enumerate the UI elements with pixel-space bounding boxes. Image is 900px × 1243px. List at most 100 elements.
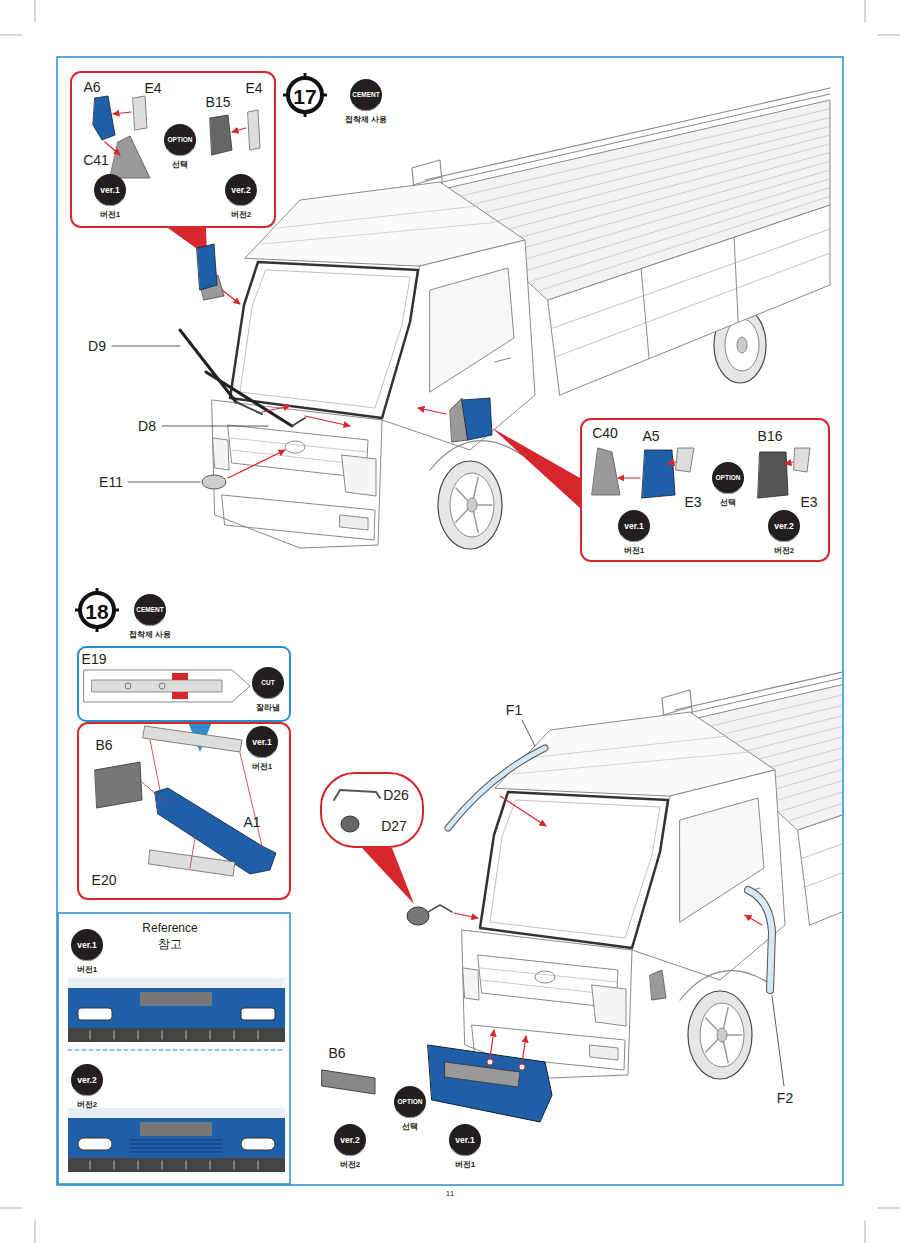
bed-post xyxy=(734,237,738,322)
grille-slat xyxy=(230,438,367,452)
badge-label: ver.1 xyxy=(624,522,643,531)
step-number: 17 xyxy=(293,86,316,107)
cut-panel: E19CUT잘라냄 xyxy=(77,646,291,722)
badge-label: CUT xyxy=(261,680,274,687)
mirror-part xyxy=(407,907,429,925)
badge-label: ver.2 xyxy=(231,186,250,195)
windshield-inner xyxy=(240,270,410,408)
badge-disc xyxy=(71,1064,103,1096)
badge-caption: 버전2 xyxy=(77,1101,97,1109)
cab-front xyxy=(212,400,382,548)
badge-rim xyxy=(74,1089,100,1096)
mirror-head-part xyxy=(341,816,359,832)
badge-caption: 버전1 xyxy=(252,763,272,771)
cut-arrow xyxy=(84,670,250,702)
part-number: E3 xyxy=(684,495,701,509)
assembly-arrow xyxy=(618,477,640,478)
bar-part xyxy=(143,726,242,752)
wheel xyxy=(438,461,502,549)
crop-mark xyxy=(878,35,900,36)
badge: CEMENT접착제 사용 xyxy=(120,592,180,644)
part-number: A1 xyxy=(243,815,260,829)
mirror-glass xyxy=(133,96,147,130)
badge-caption: 버전2 xyxy=(340,1161,360,1169)
badge-label: OPTION xyxy=(398,1099,423,1106)
mirror-base xyxy=(592,448,620,495)
part-number: D27 xyxy=(381,819,407,833)
badge-caption: 버전1 xyxy=(455,1161,475,1169)
badge: ver.1버전1 xyxy=(80,172,140,224)
leader-line xyxy=(162,426,268,427)
grille-slat-photo xyxy=(186,1031,187,1039)
bed-slat xyxy=(710,656,843,749)
badge: ver.1버전1 xyxy=(232,724,292,776)
grille-slat-photo xyxy=(90,1161,91,1169)
badge-caption: 선택 xyxy=(172,161,188,169)
badge-disc xyxy=(618,510,650,542)
guide-line xyxy=(190,838,195,868)
emblem-seat xyxy=(535,971,555,983)
bed-side xyxy=(548,205,830,395)
badge-rim xyxy=(337,1149,363,1156)
grille-slat xyxy=(480,968,617,982)
wheel-hub xyxy=(737,337,747,353)
badge-disc xyxy=(712,462,744,494)
step-number-circle: 18 xyxy=(76,589,118,631)
truck-step-18-clip xyxy=(462,618,842,1079)
step-ring xyxy=(80,593,114,627)
panel-border xyxy=(581,419,829,561)
part-number: E19 xyxy=(82,652,107,666)
crop-mark xyxy=(865,1221,866,1243)
assembly-arrow xyxy=(490,1030,494,1058)
part-number: D9 xyxy=(87,339,107,353)
crop-mark xyxy=(35,1221,36,1243)
wiper-blade xyxy=(180,330,236,402)
grille-bar-photo xyxy=(130,1140,222,1141)
grille-photo xyxy=(68,1158,285,1172)
reference-panel: Reference참고ver.1버전1ver.2버전2 xyxy=(57,912,291,1185)
leader-line xyxy=(128,482,200,483)
badge-rim xyxy=(255,692,281,699)
badge: ver.1버전1 xyxy=(435,1122,495,1174)
badge-rim xyxy=(74,954,100,961)
crop-mark xyxy=(0,1208,22,1209)
bed-side-line xyxy=(802,759,842,859)
badge-disc xyxy=(252,667,284,699)
light-photo xyxy=(241,1008,275,1020)
reference-photo xyxy=(68,978,285,1042)
badge-caption: 버전2 xyxy=(774,547,794,555)
badge-rim xyxy=(167,149,193,156)
bed-rail xyxy=(425,88,830,180)
emblem-part xyxy=(202,475,226,489)
callout-wedge xyxy=(492,428,580,508)
bed-side-line xyxy=(805,783,842,887)
badge-label: CEMENT xyxy=(352,92,379,99)
badge-disc xyxy=(449,1124,481,1156)
headlight xyxy=(213,438,229,470)
bed-slat xyxy=(788,726,842,821)
part-number: F2 xyxy=(776,1091,794,1105)
grille-slat-photo xyxy=(138,1031,139,1039)
visor-outline xyxy=(448,748,545,828)
mirror-body xyxy=(642,450,675,498)
visor-part xyxy=(448,748,545,828)
windshield xyxy=(230,262,418,418)
badge-rim xyxy=(249,751,275,758)
badge-rim xyxy=(228,199,254,206)
panel-border xyxy=(78,723,290,899)
node-shape xyxy=(320,772,424,848)
bumper-photo xyxy=(68,988,285,1028)
badge-disc xyxy=(94,174,126,206)
part-number: E4 xyxy=(245,81,262,95)
panel-border xyxy=(321,773,423,847)
page-frame xyxy=(57,57,843,1185)
part-number: B16 xyxy=(758,429,783,443)
badge-caption: 선택 xyxy=(402,1123,418,1131)
callout-panel: C40A5B16E3E3OPTION선택ver.1버전1ver.2버전2 xyxy=(580,418,830,562)
badge-rim xyxy=(771,535,797,542)
badge: ver.2버전2 xyxy=(57,1062,117,1114)
mount-dot xyxy=(519,1064,525,1070)
crop-mark xyxy=(0,35,22,36)
badge: OPTION 선택 xyxy=(380,1084,440,1136)
